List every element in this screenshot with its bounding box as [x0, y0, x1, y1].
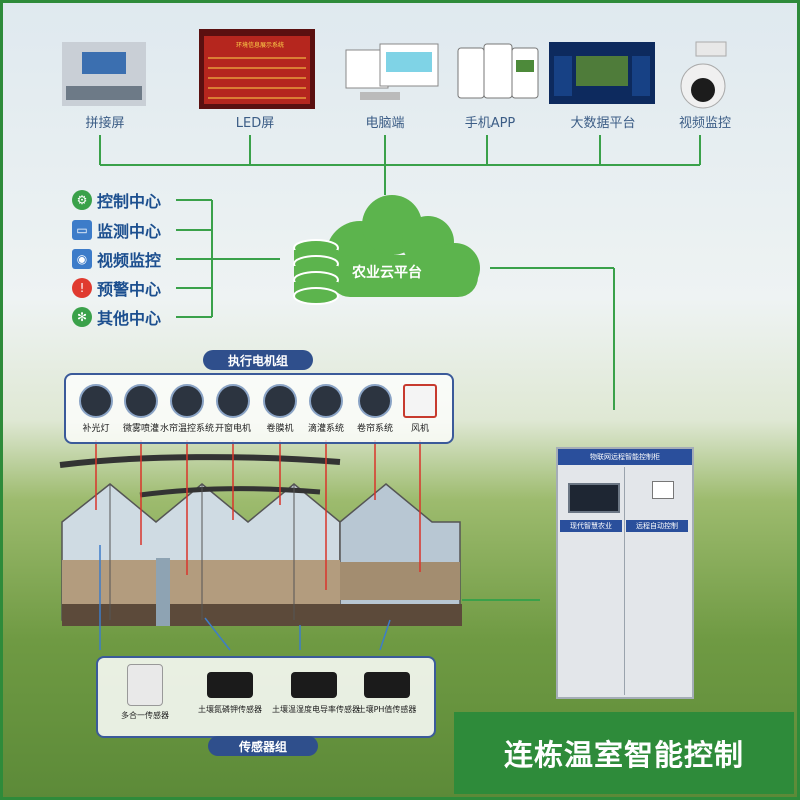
- cabinet-right-label: 远程自动控制: [626, 520, 688, 532]
- actuator-item: 开窗电机: [203, 384, 263, 434]
- cloud-platform-label: 农业云平台: [352, 265, 422, 281]
- monitor-icon: ▭: [72, 220, 92, 240]
- npk-sensor-icon: [207, 672, 253, 698]
- wet-curtain-icon: [170, 384, 204, 418]
- gear-icon: ✻: [72, 307, 92, 327]
- drip-irrigation-icon: [309, 384, 343, 418]
- center-item-monitor: ▭ 监测中心: [72, 217, 161, 243]
- ph-sensor-icon: [364, 672, 410, 698]
- phone-image: [457, 43, 539, 99]
- sensor-item: 土壤氮磷钾传感器: [188, 664, 272, 715]
- alert-icon: !: [72, 278, 92, 298]
- cabinet-meter: [652, 481, 674, 499]
- grow-light-icon: [79, 384, 113, 418]
- cabinet-title: 物联网远程智能控制柜: [558, 449, 692, 465]
- actuator-item: 风机: [390, 384, 450, 434]
- camera-icon: ◉: [72, 249, 92, 269]
- device-label: LED屏: [235, 116, 275, 131]
- gear-circle-icon: ⚙: [72, 190, 92, 210]
- actuator-item: 滴灌系统: [296, 384, 356, 434]
- cloud-shape: [326, 195, 480, 297]
- device-label: 大数据平台: [570, 116, 636, 131]
- device-label: 拼接屏: [85, 116, 125, 131]
- cabinet-hmi-screen: [568, 483, 620, 513]
- center-item-control: ⚙ 控制中心: [72, 187, 161, 213]
- page-title: 连栋温室智能控制: [454, 712, 794, 794]
- sensor-group-title: 传感器组: [208, 736, 318, 756]
- cabinet-left-label: 现代智慧农业: [560, 520, 622, 532]
- shade-roller-icon: [358, 384, 392, 418]
- led-screen-text: 环境信息展示系统: [235, 42, 284, 49]
- led-screen-image: [199, 29, 315, 109]
- sensor-wires: [99, 545, 391, 651]
- center-item-other: ✻ 其他中心: [72, 304, 161, 330]
- multi-sensor-icon: [127, 664, 163, 706]
- film-roller-icon: [263, 384, 297, 418]
- window-motor-icon: [216, 384, 250, 418]
- actuator-item: 水帘温控系统: [157, 384, 217, 434]
- actuator-item: 卷膜机: [250, 384, 310, 434]
- actuator-wires: [95, 440, 421, 590]
- splice-screen-image: [62, 42, 146, 106]
- actuator-item: 卷帘系统: [345, 384, 405, 434]
- fan-icon: [403, 384, 437, 418]
- mist-spray-icon: [124, 384, 158, 418]
- bigdata-image: [549, 42, 655, 104]
- pc-image: [345, 43, 439, 100]
- actuator-item: 补光灯: [66, 384, 126, 434]
- device-label: 手机APP: [464, 116, 516, 131]
- sensor-item: 土壤PH值传感器: [345, 664, 429, 715]
- control-cabinet: 物联网远程智能控制柜: [556, 447, 694, 699]
- camera-image: [680, 41, 727, 109]
- soil-ec-sensor-icon: [291, 672, 337, 698]
- greenhouse-image: [59, 454, 462, 626]
- sensor-item: 土壤温湿度电导率传感器: [272, 664, 360, 715]
- actuator-item: 微雾喷灌: [111, 384, 171, 434]
- center-item-video: ◉ 视频监控: [72, 246, 161, 272]
- center-item-alert: ! 预警中心: [72, 275, 161, 301]
- actuator-group-title: 执行电机组: [203, 350, 313, 370]
- sensor-item: 多合一传感器: [103, 664, 187, 721]
- device-label: 视频监控: [678, 116, 731, 131]
- database-icon: [293, 239, 339, 305]
- device-label: 电脑端: [365, 116, 405, 131]
